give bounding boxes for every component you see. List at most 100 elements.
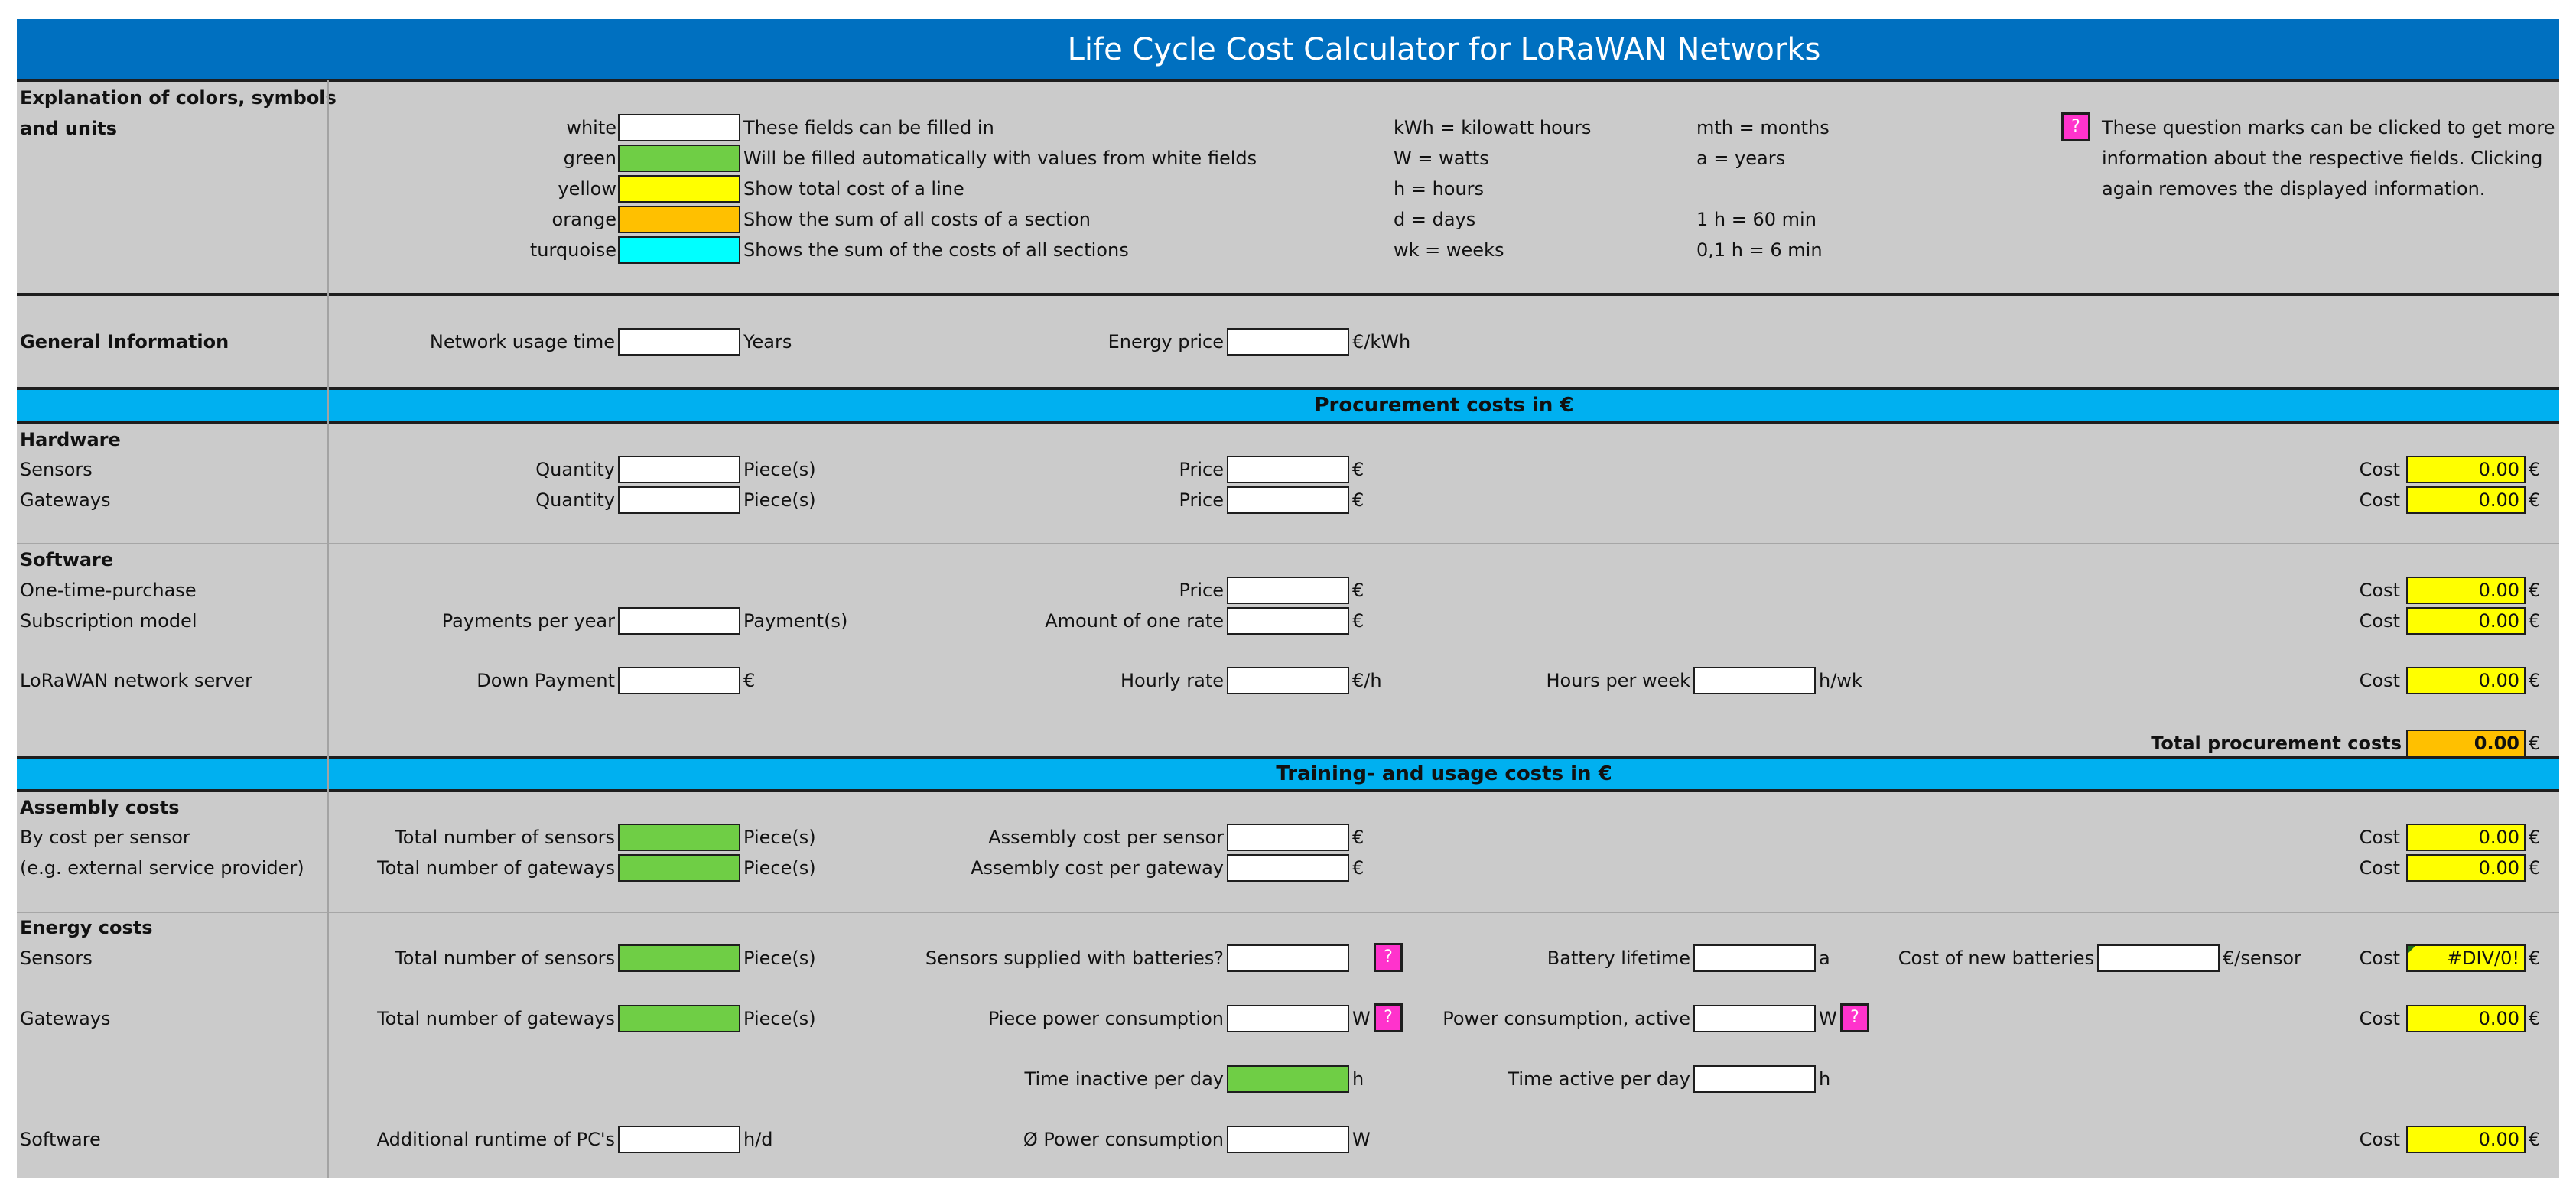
hourly-rate-label: Hourly rate	[1120, 670, 1224, 691]
one-time-price-unit: €	[1352, 580, 1364, 601]
energy-software-cost-label: Cost	[2359, 1129, 2400, 1150]
sensors-price-unit: €	[1352, 459, 1364, 480]
energy-software-label: Software	[20, 1129, 101, 1150]
legend-header-line1: Explanation of colors, symbols	[20, 87, 337, 109]
help-text-line2: information about the respective fields.…	[2102, 148, 2543, 169]
legend-desc-white: These fields can be filled in	[743, 117, 994, 138]
energy-sensors-cost-label: Cost	[2359, 947, 2400, 969]
help-question-icon[interactable]: ?	[2061, 112, 2090, 141]
one-time-cost-value: 0.00	[2406, 577, 2526, 604]
new-batteries-input[interactable]	[2097, 944, 2220, 972]
unit-days: d = days	[1394, 209, 1476, 230]
gateways-quantity-label: Quantity	[535, 489, 615, 511]
assembly-cost-sensor-label: Assembly cost per sensor	[988, 827, 1224, 848]
assembly-costs-label: Assembly costs	[20, 797, 180, 818]
energy-sensors-label: Sensors	[20, 947, 93, 969]
euro-sign: €	[2529, 947, 2541, 969]
gateways-price-input[interactable]	[1227, 486, 1349, 514]
energy-gateways-unit: Piece(s)	[743, 1008, 816, 1029]
assembly-total-sensors-field	[618, 824, 740, 851]
assembly-sensor-cost-label: Cost	[2359, 827, 2400, 848]
avg-power-unit: W	[1352, 1129, 1371, 1150]
payments-per-year-input[interactable]	[618, 607, 740, 635]
power-active-help-icon[interactable]: ?	[1840, 1003, 1869, 1032]
usage-time-unit: Years	[743, 331, 792, 353]
assembly-total-gateways-label: Total number of gateways	[377, 857, 615, 879]
batteries-label: Sensors supplied with batteries?	[925, 947, 1224, 969]
divider	[17, 79, 2559, 82]
unit-kwh: kWh = kilowatt hours	[1394, 117, 1592, 138]
piece-power-help-icon[interactable]: ?	[1374, 1003, 1403, 1032]
batteries-help-icon[interactable]: ?	[1374, 943, 1403, 972]
legend-swatch-green	[618, 145, 740, 172]
sensors-quantity-input[interactable]	[618, 456, 740, 483]
software-label: Software	[20, 549, 114, 570]
hours-per-week-input[interactable]	[1693, 667, 1816, 694]
rate-amount-input[interactable]	[1227, 607, 1349, 635]
gateways-cost-value: 0.00	[2406, 486, 2526, 514]
gateways-price-unit: €	[1352, 489, 1364, 511]
assembly-cost-sensor-input[interactable]	[1227, 824, 1349, 851]
battery-lifetime-unit: a	[1819, 947, 1830, 969]
legend-color-name-yellow: yellow	[558, 178, 616, 200]
unit-weeks: wk = weeks	[1394, 239, 1504, 261]
new-batteries-unit: €/sensor	[2223, 947, 2301, 969]
runtime-unit: h/d	[743, 1129, 773, 1150]
energy-price-label: Energy price	[1107, 331, 1224, 353]
piece-power-input[interactable]	[1227, 1005, 1349, 1032]
divider	[17, 789, 2559, 792]
energy-price-input[interactable]	[1227, 328, 1349, 356]
legend-color-name-turquoise: turquoise	[529, 239, 616, 261]
payments-unit: Payment(s)	[743, 610, 848, 632]
power-active-input[interactable]	[1693, 1005, 1816, 1032]
total-procurement-label: Total procurement costs	[2151, 733, 2402, 754]
gateways-label: Gateways	[20, 489, 111, 511]
euro-sign: €	[2529, 489, 2541, 511]
sensors-price-input[interactable]	[1227, 456, 1349, 483]
usage-time-input[interactable]	[618, 328, 740, 356]
runtime-input[interactable]	[618, 1126, 740, 1153]
time-active-input[interactable]	[1693, 1065, 1816, 1093]
gateways-quantity-input[interactable]	[618, 486, 740, 514]
one-time-price-input[interactable]	[1227, 577, 1349, 604]
assembly-cost-gateway-input[interactable]	[1227, 854, 1349, 882]
battery-lifetime-input[interactable]	[1693, 944, 1816, 972]
time-inactive-unit: h	[1352, 1068, 1364, 1090]
energy-software-cost-value: 0.00	[2406, 1126, 2526, 1153]
divider	[17, 756, 2559, 759]
hourly-rate-input[interactable]	[1227, 667, 1349, 694]
power-active-label: Power consumption, active	[1442, 1008, 1690, 1029]
subscription-label: Subscription model	[20, 610, 197, 632]
euro-sign: €	[2529, 733, 2541, 754]
legend-desc-green: Will be filled automatically with values…	[743, 148, 1257, 169]
training-header-bar	[17, 759, 2559, 789]
unit-01h: 0,1 h = 6 min	[1696, 239, 1823, 261]
page-title: Life Cycle Cost Calculator for LoRaWAN N…	[1067, 32, 1821, 67]
divider	[17, 912, 2559, 913]
hardware-label: Hardware	[20, 429, 121, 450]
divider	[17, 387, 2559, 390]
gateways-cost-label: Cost	[2359, 489, 2400, 511]
down-payment-input[interactable]	[618, 667, 740, 694]
hourly-rate-unit: €/h	[1352, 670, 1382, 691]
assembly-cost-sensor-unit: €	[1352, 827, 1364, 848]
unit-months: mth = months	[1696, 117, 1830, 138]
assembly-gateway-cost-label: Cost	[2359, 857, 2400, 879]
sensors-quantity-unit: Piece(s)	[743, 459, 816, 480]
rate-amount-label: Amount of one rate	[1045, 610, 1224, 632]
energy-gateways-cost-value: 0.00	[2406, 1005, 2526, 1032]
legend-color-name-green: green	[563, 148, 616, 169]
hours-per-week-label: Hours per week	[1546, 670, 1691, 691]
euro-sign: €	[2529, 1008, 2541, 1029]
unit-1h: 1 h = 60 min	[1696, 209, 1817, 230]
external-provider-label: (e.g. external service provider)	[20, 857, 304, 879]
euro-sign: €	[2529, 827, 2541, 848]
avg-power-input[interactable]	[1227, 1126, 1349, 1153]
piece-power-label: Piece power consumption	[987, 1008, 1224, 1029]
assembly-cost-gateway-label: Assembly cost per gateway	[971, 857, 1224, 879]
energy-total-sensors-label: Total number of sensors	[395, 947, 615, 969]
batteries-input[interactable]	[1227, 944, 1349, 972]
avg-power-label: Ø Power consumption	[1023, 1129, 1224, 1150]
time-inactive-field	[1227, 1065, 1349, 1093]
battery-lifetime-label: Battery lifetime	[1547, 947, 1690, 969]
